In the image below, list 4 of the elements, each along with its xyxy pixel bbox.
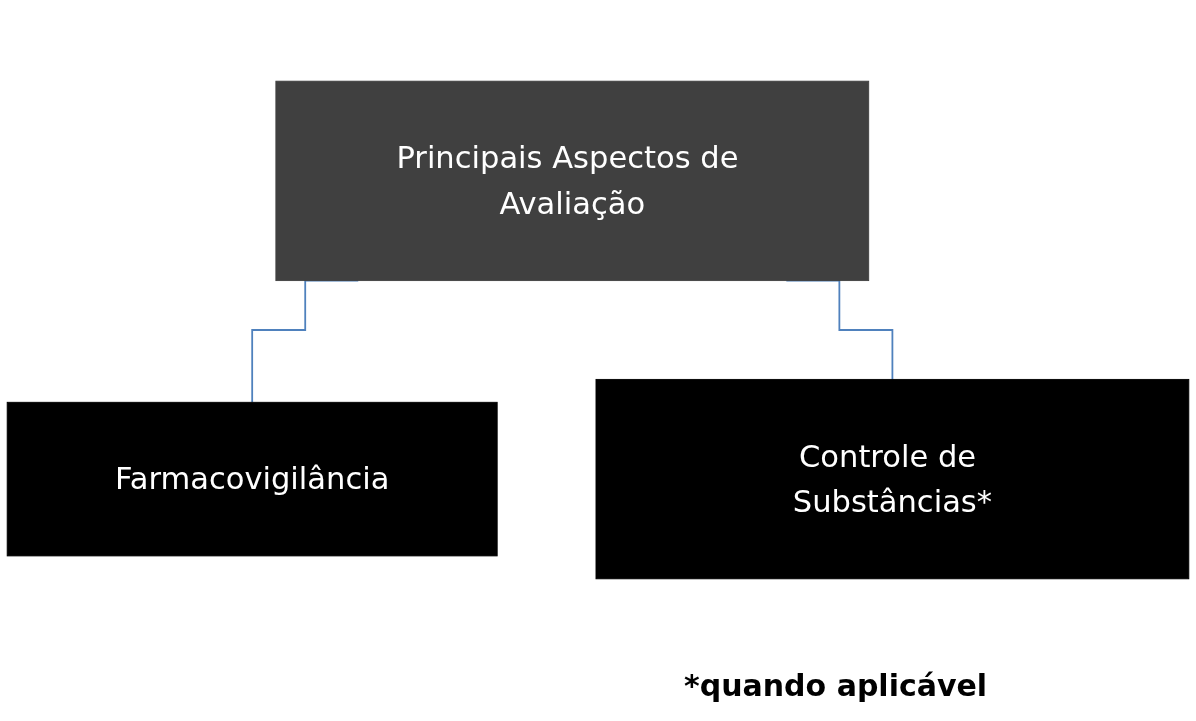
node-box: Controle de Substâncias* xyxy=(595,378,1190,580)
footnote: *quando aplicável xyxy=(684,668,988,703)
node-box: Farmacovigilância xyxy=(6,401,498,557)
node-box: Principais Aspectos de Avaliação xyxy=(275,80,870,282)
